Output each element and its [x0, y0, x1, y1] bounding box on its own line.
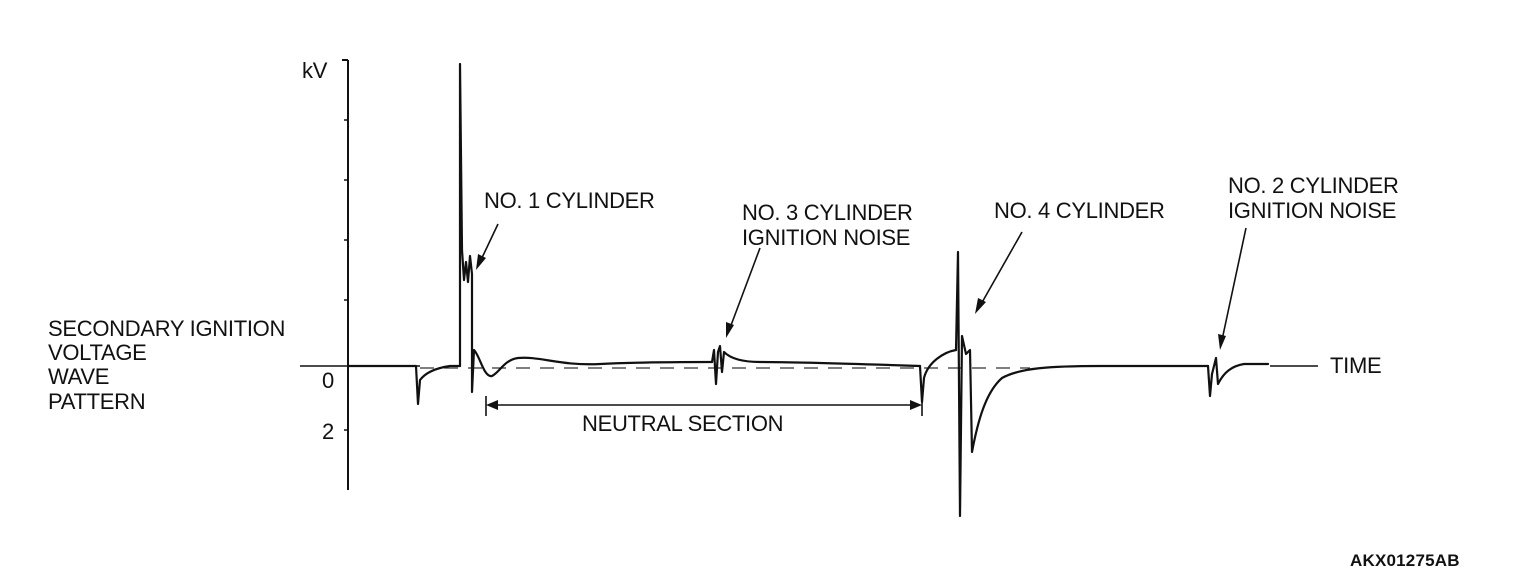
arrow-cyl4-line — [979, 231, 1023, 307]
y-tick-label-0: 0 — [322, 368, 334, 393]
neutral-section-marker: NEUTRAL SECTION — [485, 396, 923, 436]
diagram-title: SECONDARY IGNITION VOLTAGE WAVE PATTERN — [48, 316, 285, 414]
arrow-cyl1-head — [476, 254, 486, 270]
callout-labels: NO. 1 CYLINDER NO. 3 CYLINDER IGNITION N… — [484, 173, 1399, 250]
arrow-cyl2-line — [1221, 227, 1247, 341]
y-axis-unit-label: kV — [302, 58, 328, 83]
cyl2-label-line-2: IGNITION NOISE — [1228, 198, 1396, 223]
arrow-cyl3-head — [726, 322, 734, 338]
y-axis: kV 0 2 — [302, 58, 349, 490]
cyl3-label-line-1: NO. 3 CYLINDER — [742, 200, 913, 225]
title-line-1: SECONDARY IGNITION — [48, 316, 285, 341]
title-line-4: PATTERN — [48, 389, 145, 414]
secondary-voltage-waveform — [346, 62, 1270, 518]
cyl2-label-line-1: NO. 2 CYLINDER — [1228, 173, 1399, 198]
cyl1-label: NO. 1 CYLINDER — [484, 188, 655, 213]
neutral-section-label: NEUTRAL SECTION — [582, 411, 783, 436]
cyl3-label-line-2: IGNITION NOISE — [742, 225, 910, 250]
time-axis-label: TIME — [1330, 353, 1381, 378]
arrow-cyl2-head — [1218, 334, 1226, 350]
callout-arrows — [476, 223, 1247, 350]
arrow-cyl4-head — [975, 298, 986, 314]
figure-code: AKX01275AB — [1350, 551, 1460, 570]
title-line-2: VOLTAGE — [48, 340, 147, 365]
time-axis: TIME — [300, 353, 1382, 378]
y-tick-label-2: 2 — [322, 419, 334, 444]
cyl4-label: NO. 4 CYLINDER — [994, 198, 1165, 223]
arrow-cyl1-line — [479, 223, 499, 263]
title-line-3: WAVE — [48, 364, 109, 389]
arrow-cyl3-line — [729, 247, 761, 329]
